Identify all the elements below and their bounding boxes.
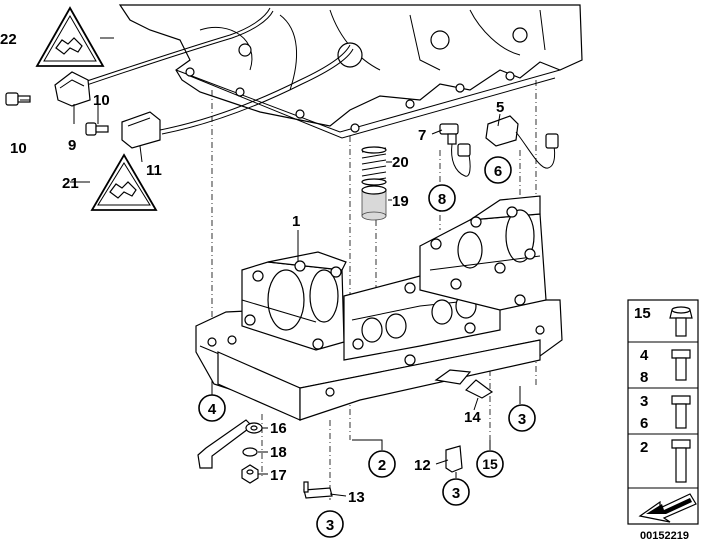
bracket-part-12 — [445, 445, 463, 473]
svg-text:3: 3 — [518, 411, 526, 428]
svg-text:3: 3 — [326, 517, 334, 534]
svg-text:10: 10 — [93, 92, 110, 109]
callout-21: 21 — [62, 175, 79, 192]
callout-3b: 3 — [442, 478, 470, 506]
svg-text:3: 3 — [452, 485, 460, 502]
clip-part-13 — [303, 481, 333, 499]
callout-19: 19 — [392, 193, 409, 210]
svg-text:18: 18 — [270, 444, 287, 461]
sensor-part-7 — [439, 123, 471, 177]
callout-17: 17 — [270, 467, 287, 484]
warning-triangle-21 — [90, 153, 158, 211]
callout-2: 2 — [368, 450, 396, 478]
svg-text:11: 11 — [146, 162, 162, 179]
callout-5: 5 — [496, 99, 504, 116]
callout-20: 20 — [392, 154, 409, 171]
svg-text:19: 19 — [392, 193, 409, 210]
callout-16: 16 — [270, 420, 287, 437]
svg-text:6: 6 — [494, 163, 502, 180]
callout-3a: 3 — [508, 404, 536, 432]
arrow-icon — [638, 493, 697, 523]
svg-text:1: 1 — [292, 213, 300, 230]
legend-row-2: 2 — [640, 439, 691, 483]
callout-18: 18 — [270, 444, 287, 461]
svg-text:20: 20 — [392, 154, 409, 171]
svg-text:16: 16 — [270, 420, 287, 437]
svg-text:2: 2 — [378, 457, 386, 474]
diagram-id: 00152219 — [640, 530, 689, 542]
svg-text:14: 14 — [464, 409, 481, 426]
svg-text:6: 6 — [640, 415, 648, 432]
svg-text:15: 15 — [482, 456, 498, 472]
callout-8: 8 — [428, 184, 456, 212]
callout-22: 22 — [0, 31, 17, 48]
svg-text:22: 22 — [0, 31, 17, 48]
svg-text:2: 2 — [640, 439, 648, 456]
svg-text:8: 8 — [640, 369, 648, 386]
callout-3c: 3 — [316, 510, 344, 538]
legend-row-4-8: 4 8 — [640, 347, 691, 386]
washer-part-18 — [242, 447, 258, 457]
bolt-part-10b — [85, 122, 109, 136]
svg-text:5: 5 — [496, 99, 504, 116]
callout-6: 6 — [484, 156, 512, 184]
callout-10b: 10 — [93, 92, 110, 109]
valve-body-assembly — [195, 195, 563, 421]
sensor-part-5 — [485, 115, 559, 169]
svg-text:4: 4 — [640, 347, 649, 364]
clip-part-14 — [464, 379, 494, 399]
svg-text:10: 10 — [10, 140, 27, 157]
bracket-part-4 — [197, 419, 253, 469]
sensor-part-9 — [54, 71, 91, 107]
callout-4: 4 — [198, 394, 226, 422]
svg-text:21: 21 — [62, 175, 79, 192]
callout-15: 15 — [476, 450, 504, 478]
wiring-harness — [74, 7, 354, 135]
svg-text:13: 13 — [348, 489, 365, 506]
svg-text:4: 4 — [208, 401, 217, 418]
nut-part-17 — [241, 464, 259, 484]
svg-text:12: 12 — [414, 457, 431, 474]
svg-text:7: 7 — [418, 127, 426, 144]
callout-13: 13 — [348, 489, 365, 506]
leader-lines — [20, 37, 521, 497]
callout-9: 9 — [68, 137, 76, 154]
callout-1: 1 — [292, 213, 300, 230]
sleeve-part-19 — [361, 185, 387, 221]
callout-14: 14 — [464, 409, 481, 426]
bolt-part-10a — [5, 92, 31, 106]
callout-12: 12 — [414, 457, 431, 474]
svg-text:3: 3 — [640, 393, 648, 410]
transmission-housing — [118, 4, 583, 139]
callout-10a: 10 — [10, 140, 27, 157]
callout-7: 7 — [418, 127, 426, 144]
legend-row-15: 15 — [634, 305, 693, 337]
sensor-part-11 — [121, 111, 161, 149]
legend-row-3-6: 3 6 — [640, 393, 691, 432]
bolt-legend: 15 4 8 3 6 2 — [627, 299, 699, 525]
svg-text:15: 15 — [634, 305, 651, 322]
bracket-part-15 — [434, 369, 472, 385]
svg-text:9: 9 — [68, 137, 76, 154]
callout-11: 11 — [146, 162, 162, 179]
spring-part-20 — [361, 146, 387, 186]
svg-text:8: 8 — [438, 191, 446, 208]
washer-part-16 — [245, 422, 263, 434]
svg-text:17: 17 — [270, 467, 287, 484]
warning-triangle-22 — [35, 6, 105, 67]
